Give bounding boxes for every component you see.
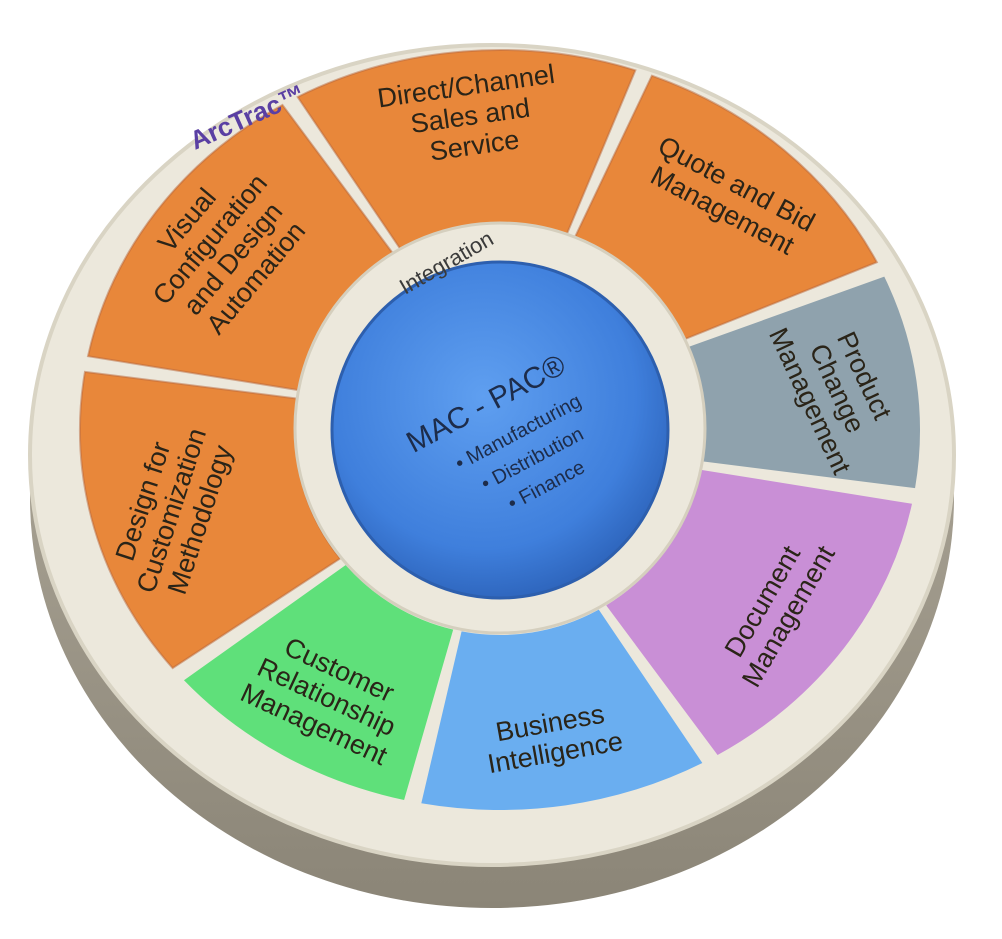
segment-business-intelligence <box>421 609 703 810</box>
segment-product-change <box>687 276 920 489</box>
segments-group <box>79 49 920 810</box>
segment-customer-relationship <box>183 565 454 800</box>
center-circle <box>330 260 670 600</box>
segment-document-management <box>606 469 913 756</box>
